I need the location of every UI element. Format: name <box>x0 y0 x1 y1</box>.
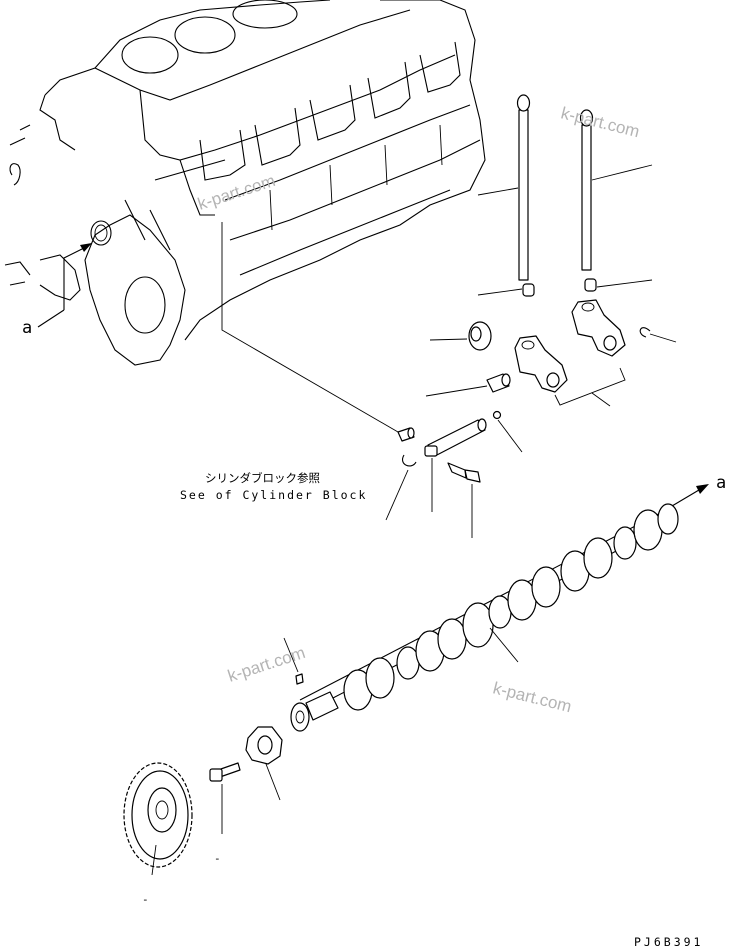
leader-snap-ring-right <box>649 333 677 343</box>
ball <box>492 410 502 420</box>
watermark-1: k-part.com <box>559 103 642 141</box>
sleeve <box>486 373 511 393</box>
leader-spacer <box>429 338 468 341</box>
leader-push-rod-left <box>477 187 519 196</box>
label-a-left: a <box>22 318 32 338</box>
leader-screw-right <box>596 279 653 288</box>
dowel-pin <box>397 427 415 442</box>
rocker-arm-right <box>571 299 626 357</box>
snap-ring-left <box>402 454 417 467</box>
push-rod-right <box>579 109 594 271</box>
rocker-shaft <box>424 418 487 457</box>
watermark-2: k-part.com <box>195 171 277 214</box>
leader-rocker-arms <box>591 392 611 407</box>
leader-thrust-plate <box>265 763 281 801</box>
leader-screw-left <box>477 288 523 296</box>
label-a-right: a <box>716 473 726 493</box>
thrust-plate <box>245 726 283 765</box>
watermark-4: k-part.com <box>491 678 574 716</box>
callout-dash-1: - <box>214 852 221 865</box>
callout-dash-2: - <box>142 893 149 906</box>
camshaft <box>290 503 679 732</box>
leader-push-rod-right <box>591 164 653 181</box>
rocker-screw-left <box>522 283 535 297</box>
snap-ring-right <box>639 327 651 338</box>
bracket-rocker-arms <box>554 367 626 406</box>
drawing-id: PJ6B391 <box>634 935 703 949</box>
watermark-3: k-part.com <box>225 643 307 686</box>
cam-gear <box>123 762 193 868</box>
leader-dowel <box>221 222 399 433</box>
leader-cam-gear <box>151 844 157 876</box>
spacer-ring <box>468 321 492 351</box>
push-rod-left <box>516 94 531 281</box>
ref-text-jp: シリンダブロック参照 <box>205 471 320 485</box>
bolt <box>447 462 481 483</box>
arrow-a-left-icon <box>37 243 92 328</box>
rocker-arm-left <box>514 335 568 393</box>
gear-bolt <box>209 762 241 782</box>
woodruff-key <box>295 673 304 685</box>
leader-key <box>283 637 299 673</box>
leader-camshaft <box>489 627 519 663</box>
leader-snap-ring-left <box>385 469 409 521</box>
cylinder-block <box>4 0 486 366</box>
ref-text-en: See of Cylinder Block <box>180 488 367 502</box>
leader-sleeve <box>425 385 488 397</box>
leader-ball <box>497 419 523 453</box>
arrow-a-right-icon <box>671 484 709 507</box>
rocker-screw-right <box>584 278 597 292</box>
